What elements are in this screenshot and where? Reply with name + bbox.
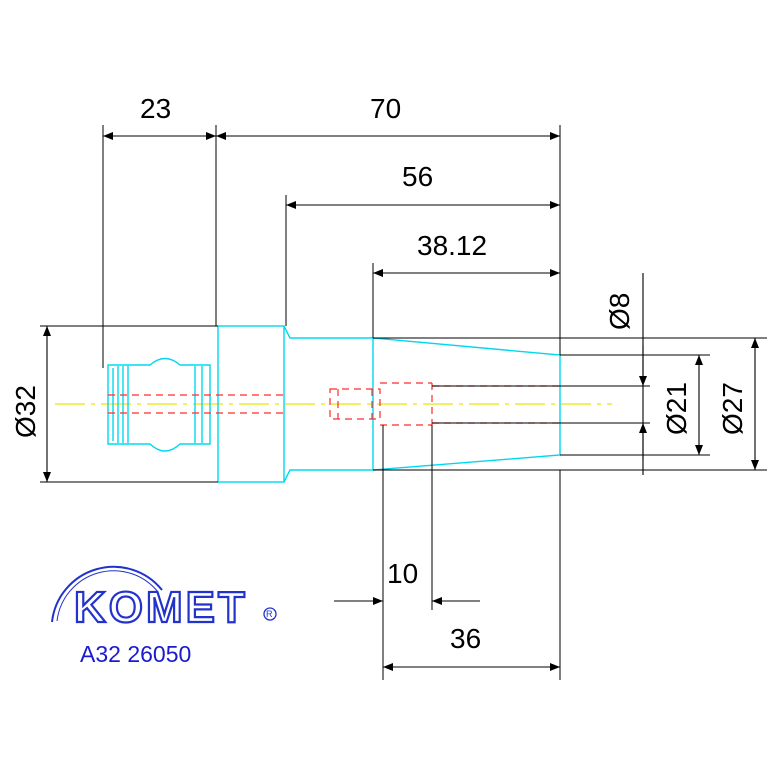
dim-label-36: 36 xyxy=(450,623,481,654)
dim-label-10: 10 xyxy=(387,558,418,589)
dim-label-dia27: Ø27 xyxy=(717,382,748,435)
dimension-lines xyxy=(43,132,759,671)
extension-lines xyxy=(40,125,767,680)
dim-label-dia21: Ø21 xyxy=(661,382,692,435)
part-outline xyxy=(107,325,561,483)
part-number: A32 26050 xyxy=(80,641,191,667)
komet-logo: KOMET R A32 26050 xyxy=(51,565,277,667)
logo-arc-icon xyxy=(51,565,163,623)
dim-label-dia32: Ø32 xyxy=(10,385,41,438)
dim-label-23: 23 xyxy=(140,93,171,124)
dim-label-70: 70 xyxy=(370,93,401,124)
dim-label-56: 56 xyxy=(402,161,433,192)
dim-label-dia8: Ø8 xyxy=(604,293,635,330)
dim-label-38: 38.12 xyxy=(417,230,487,261)
registered-mark-text: R xyxy=(266,609,273,619)
logo-brand-text: KOMET xyxy=(74,583,248,632)
registered-mark-icon xyxy=(263,607,277,621)
